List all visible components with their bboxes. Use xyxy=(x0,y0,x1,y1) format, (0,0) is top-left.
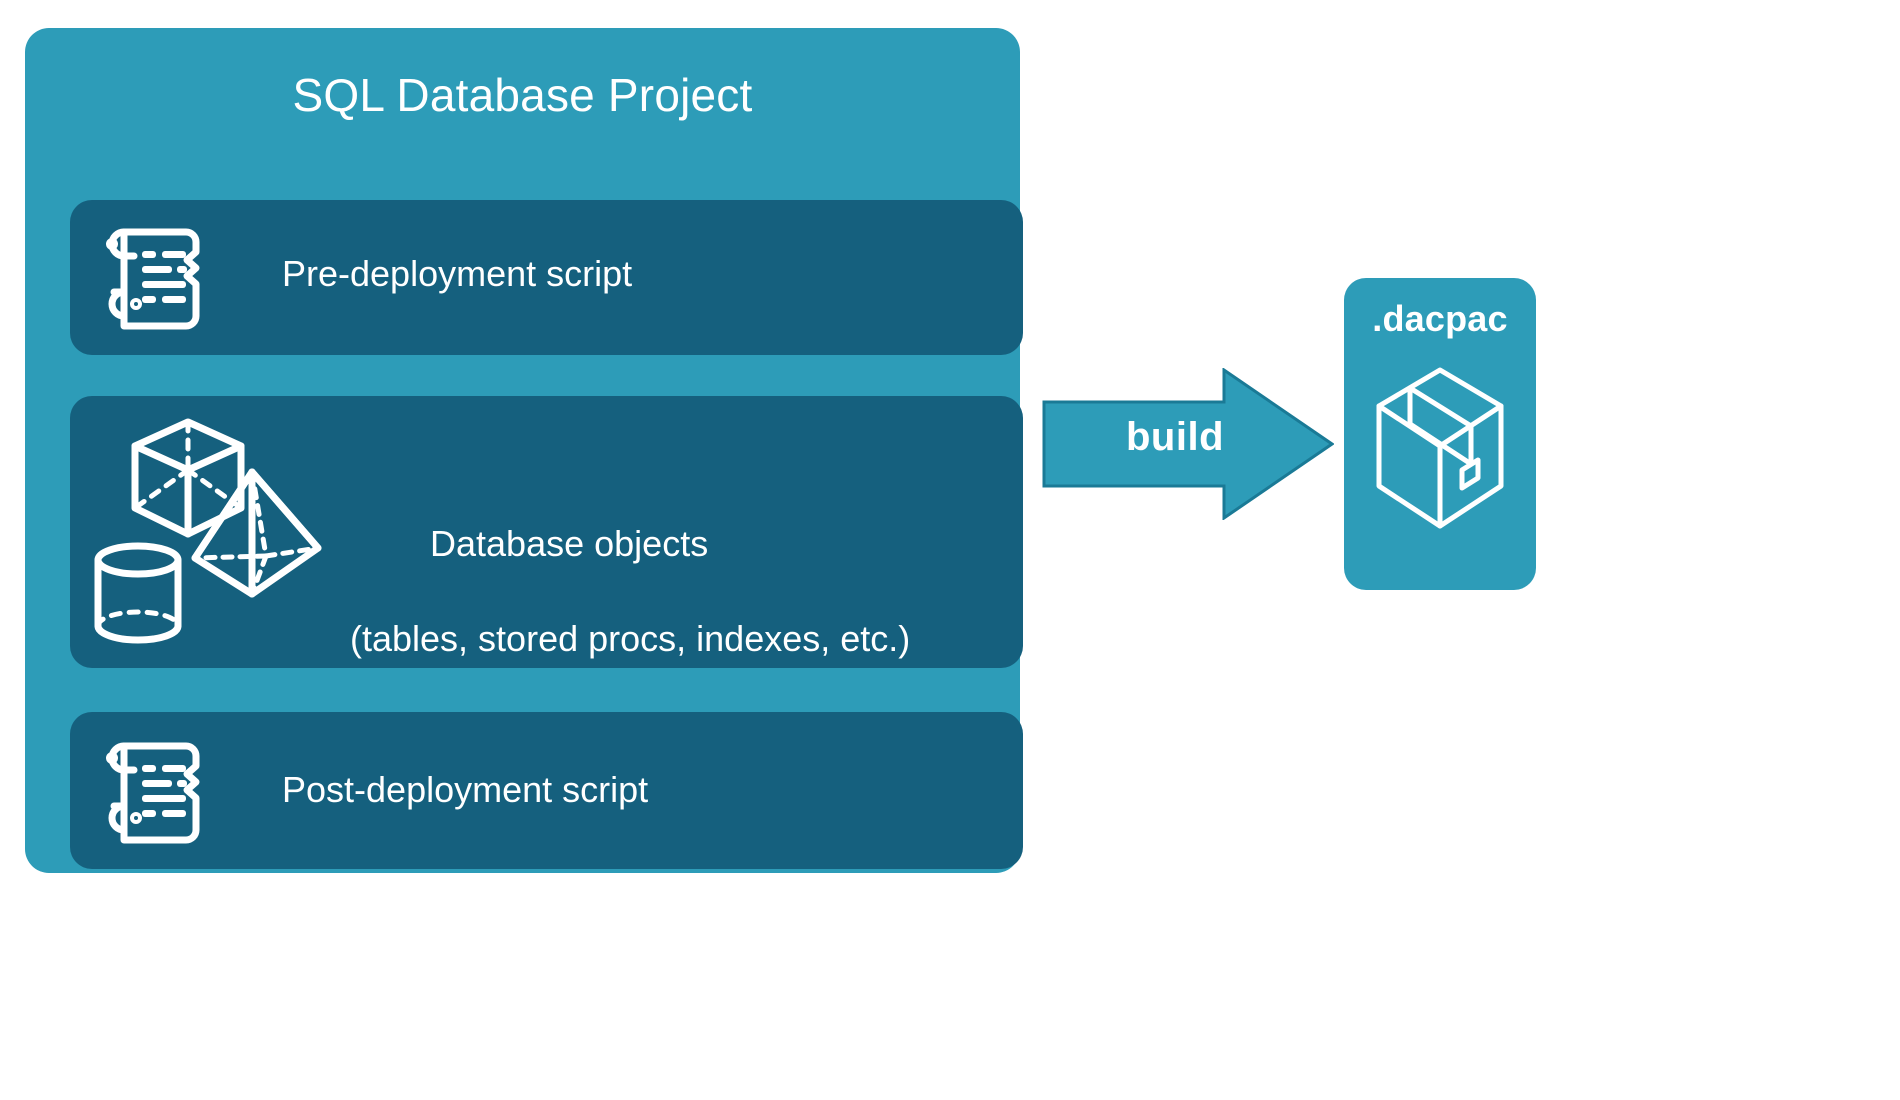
card-label-database-objects: Database objects (tables, stored procs, … xyxy=(350,472,910,757)
scroll-icon xyxy=(90,732,220,857)
card-pre-deployment-script: Pre-deployment script xyxy=(70,200,1023,355)
shapes-icon xyxy=(80,408,340,661)
build-arrow-icon xyxy=(1042,367,1335,521)
scroll-icon xyxy=(90,218,220,343)
card-label-post-deployment: Post-deployment script xyxy=(282,769,649,810)
card-database-objects: Database objects (tables, stored procs, … xyxy=(70,396,1023,668)
package-box-icon xyxy=(1374,360,1506,543)
card-label-database-objects-line2: (tables, stored procs, indexes, etc.) xyxy=(350,617,911,659)
card-post-deployment-script: Post-deployment script xyxy=(70,712,1023,869)
card-label-pre-deployment: Pre-deployment script xyxy=(282,253,633,294)
dacpac-output-box: .dacpac xyxy=(1344,278,1536,590)
sql-database-project-container: SQL Database Project xyxy=(25,28,1023,873)
card-label-database-objects-line1: Database objects xyxy=(430,522,709,564)
dacpac-label: .dacpac xyxy=(1372,298,1508,339)
project-title: SQL Database Project xyxy=(292,69,753,121)
build-arrow-label: build xyxy=(1125,415,1225,459)
